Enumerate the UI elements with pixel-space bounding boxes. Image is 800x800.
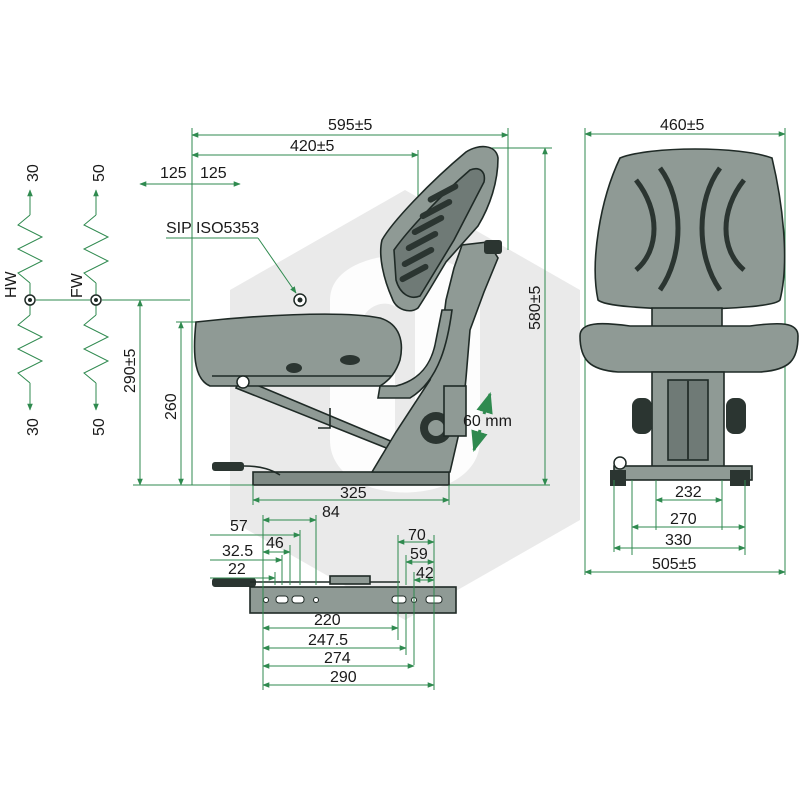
rail-detail-drawing [212,575,457,614]
fw-bottom-value: 50 [91,418,108,436]
offset-right-label: 125 [200,165,227,182]
depth-595-label: 595±5 [328,117,372,134]
fw-label: FW [69,272,86,298]
height-580-label: 580±5 [527,286,544,330]
width-460-label: 460±5 [660,117,704,134]
sip-label: SIP ISO5353 [166,220,259,237]
sip-marker-icon [293,293,307,307]
rail-22-label: 22 [228,561,246,578]
hw-top-value: 30 [25,164,42,182]
rail-270-label: 270 [670,511,697,528]
rail-59-label: 59 [410,546,428,563]
rail-42-label: 42 [416,565,434,582]
rail-84-label: 84 [322,504,340,521]
base-505-label: 505±5 [652,556,696,573]
height-260-label: 260 [163,393,180,420]
rail-57-label: 57 [230,518,248,535]
rail-220-label: 220 [314,612,341,629]
rail-290-label: 290 [330,669,357,686]
seat-front-view [579,148,799,486]
hw-label: HW [3,270,20,298]
fw-marker-icon [90,294,102,306]
base-325-label: 325 [340,485,367,502]
hw-bottom-value: 30 [25,418,42,436]
adjust-arrows-icon [471,391,493,453]
rail-46-label: 46 [266,535,284,552]
rail-330-label: 330 [665,532,692,549]
offset-left-label: 125 [160,165,187,182]
seat-side-view [193,145,502,486]
rail-232-label: 232 [675,484,702,501]
fw-top-value: 50 [91,164,108,182]
rail-70-label: 70 [408,527,426,544]
hw-marker-icon [24,294,36,306]
rail-274-label: 274 [324,650,351,667]
height-290-label: 290±5 [122,349,139,393]
rail-247-5-label: 247.5 [308,632,348,649]
adjust-travel-label: 60 mm [463,413,512,430]
depth-420-label: 420±5 [290,138,334,155]
rail-32-5-label: 32.5 [222,543,253,560]
